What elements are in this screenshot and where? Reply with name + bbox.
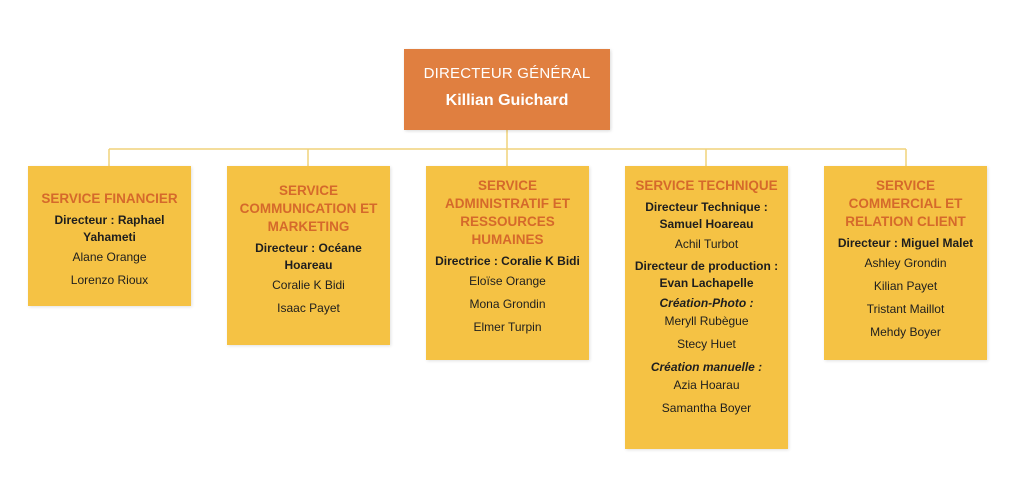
department-box-commercial: SERVICE COMMERCIAL ET RELATION CLIENT Di…	[824, 166, 987, 360]
department-box-administratif: SERVICE ADMINISTRATIF ET RESSOURCES HUMA…	[426, 166, 589, 360]
director-general-title: DIRECTEUR GÉNÉRAL	[423, 65, 591, 82]
department-subsection-label: Création-Photo :	[659, 296, 754, 310]
staff-member: Elmer Turpin	[473, 320, 542, 334]
staff-member: Lorenzo Rioux	[70, 273, 149, 287]
staff-member: Kilian Payet	[873, 279, 938, 293]
staff-member: Samantha Boyer	[661, 401, 752, 415]
staff-member: Ashley Grondin	[864, 256, 947, 270]
department-title: SERVICE ADMINISTRATIF ET RESSOURCES HUMA…	[445, 178, 570, 247]
staff-member: Mehdy Boyer	[870, 325, 941, 339]
department-title: SERVICE COMMERCIAL ET RELATION CLIENT	[845, 178, 966, 229]
department-director: Directeur de production : Evan Lachapell…	[634, 259, 779, 290]
staff-member: Coralie K Bidi	[272, 278, 345, 292]
staff-member: Azia Hoarau	[673, 378, 740, 392]
staff-member: Meryll Rubègue	[664, 314, 749, 328]
department-box-communication: SERVICE COMMUNICATION ET MARKETING Direc…	[227, 166, 390, 345]
department-box-technique: SERVICE TECHNIQUE Directeur Technique : …	[625, 166, 788, 449]
staff-member: Eloïse Orange	[469, 274, 546, 288]
department-director: Directrice : Coralie K Bidi	[435, 254, 580, 268]
department-director: Directeur : Raphael Yahameti	[54, 213, 165, 244]
staff-member: Alane Orange	[72, 250, 147, 264]
department-title: SERVICE FINANCIER	[41, 191, 178, 206]
staff-member: Tristant Maillot	[866, 302, 945, 316]
department-director: Directeur : Miguel Malet	[837, 236, 974, 250]
director-general-name: Killian Guichard	[445, 92, 569, 109]
department-subsection-label: Création manuelle :	[650, 360, 763, 374]
department-title: SERVICE COMMUNICATION ET MARKETING	[239, 183, 378, 234]
department-director: Directeur : Océane Hoareau	[255, 241, 362, 272]
department-title: SERVICE TECHNIQUE	[635, 178, 778, 193]
staff-member: Achil Turbot	[674, 237, 739, 251]
director-general-box: DIRECTEUR GÉNÉRAL Killian Guichard	[404, 49, 610, 130]
staff-member: Isaac Payet	[277, 301, 340, 315]
staff-member: Stecy Huet	[677, 337, 736, 351]
department-box-financier: SERVICE FINANCIER Directeur : Raphael Ya…	[28, 166, 191, 306]
department-director: Directeur Technique : Samuel Hoareau	[645, 200, 768, 231]
staff-member: Mona Grondin	[469, 297, 546, 311]
